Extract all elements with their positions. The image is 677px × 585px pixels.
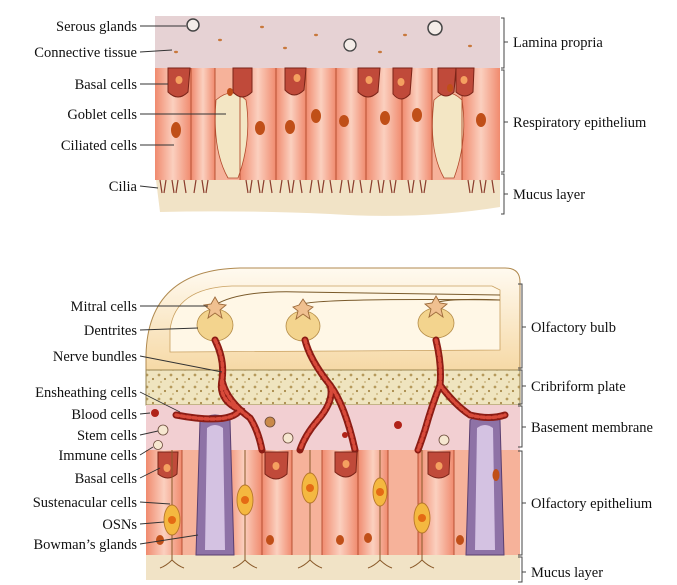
top-left-labels: Serous glands Connective tissue Basal ce… bbox=[34, 19, 137, 195]
label-goblet-cells: Goblet cells bbox=[67, 107, 137, 123]
top-right-brackets bbox=[501, 18, 508, 214]
label-respiratory-epithelium: Respiratory epithelium bbox=[513, 115, 647, 131]
label-cilia: Cilia bbox=[109, 179, 138, 195]
respiratory-diagram bbox=[140, 16, 508, 216]
label-olfactory-epithelium: Olfactory epithelium bbox=[531, 496, 653, 512]
label-stem-cells: Stem cells bbox=[77, 428, 137, 444]
label-blood-cells: Blood cells bbox=[71, 407, 137, 423]
label-dentrites: Dentrites bbox=[84, 323, 138, 339]
bottom-right-labels: Olfactory bulb Cribriform plate Basement… bbox=[531, 320, 653, 581]
label-nerve-bundles: Nerve bundles bbox=[53, 349, 138, 365]
olfactory-mucus-layer bbox=[146, 555, 520, 580]
label-mucus-layer-top: Mucus layer bbox=[513, 187, 585, 203]
top-right-labels: Lamina propria Respiratory epithelium Mu… bbox=[513, 35, 647, 203]
label-connective-tissue: Connective tissue bbox=[34, 45, 137, 61]
label-ciliated-cells: Ciliated cells bbox=[61, 138, 137, 154]
label-olfactory-bulb: Olfactory bulb bbox=[531, 320, 616, 336]
label-basement-membrane: Basement membrane bbox=[531, 420, 653, 436]
label-basal-cells-bottom: Basal cells bbox=[75, 471, 138, 487]
label-lamina-propria: Lamina propria bbox=[513, 35, 603, 51]
olfactory-diagram bbox=[140, 268, 526, 582]
lamina-propria-layer bbox=[155, 16, 500, 68]
label-mitral-cells: Mitral cells bbox=[71, 299, 138, 315]
label-immune-cells: Immune cells bbox=[58, 448, 137, 464]
label-osns: OSNs bbox=[102, 517, 137, 533]
label-bowmans-glands: Bowman’s glands bbox=[33, 537, 137, 553]
bottom-left-labels: Mitral cells Dentrites Nerve bundles Ens… bbox=[33, 299, 138, 553]
respiratory-cells bbox=[155, 68, 500, 180]
label-ensheathing-cells: Ensheathing cells bbox=[35, 385, 137, 401]
label-basal-cells-top: Basal cells bbox=[75, 77, 138, 93]
label-serous-glands: Serous glands bbox=[56, 19, 137, 35]
label-cribriform-plate: Cribriform plate bbox=[531, 379, 626, 395]
label-mucus-layer-bottom: Mucus layer bbox=[531, 565, 603, 581]
label-sustenacular-cells: Sustenacular cells bbox=[33, 495, 138, 511]
